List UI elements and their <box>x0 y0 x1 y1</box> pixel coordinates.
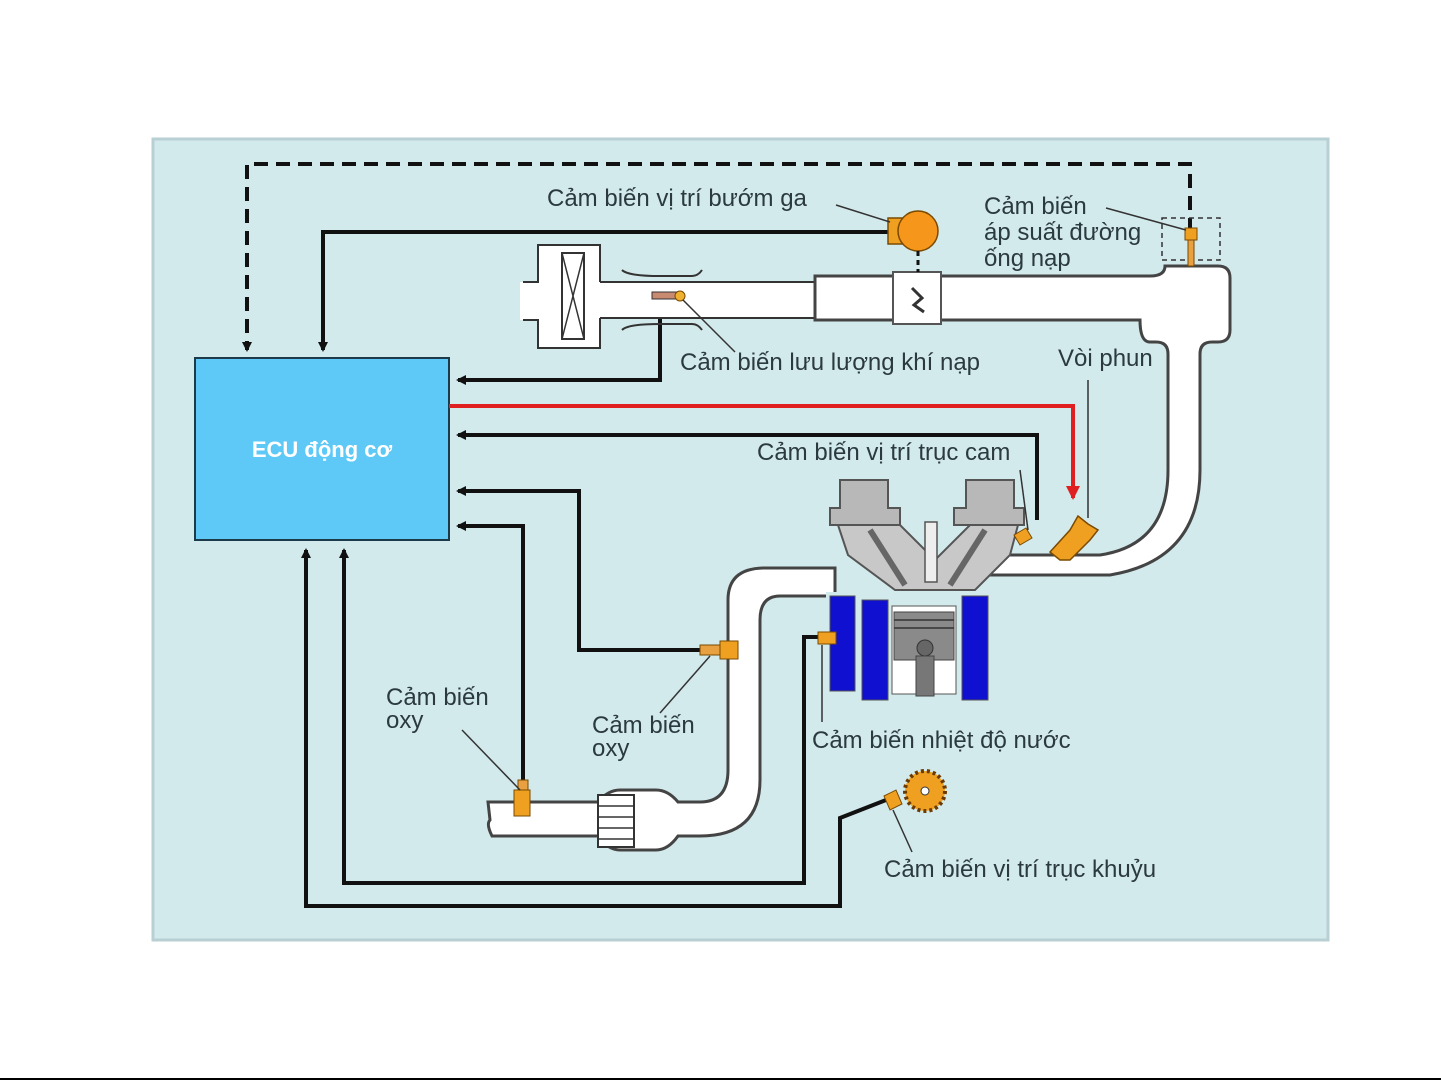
camshaft-signal-line <box>456 430 1039 520</box>
engine-cylinder <box>826 479 1025 704</box>
coolant-temperature-sensor <box>817 631 837 722</box>
manifold-pressure-sensor <box>1161 217 1221 267</box>
ecu-label: ECU động cơ <box>252 437 393 462</box>
label-oxygen-sensor-2-line2: oxy <box>592 735 629 762</box>
oxygen-sensor-1 <box>461 729 531 817</box>
air-flow-sensor <box>651 290 686 302</box>
manifold-pressure-signal-line <box>242 162 1192 352</box>
label-air-flow-sensor: Cảm biến lưu lượng khí nạp <box>680 349 980 376</box>
label-manifold-pressure-sensor-3: ống nạp <box>984 245 1071 272</box>
label-camshaft-position-sensor: Cảm biến vị trí trục cam <box>757 439 1010 466</box>
airflow-leader <box>682 299 736 353</box>
exhaust-pipe <box>486 566 837 852</box>
oxygen-sensor-1-signal-line <box>456 521 525 782</box>
manifold-pressure-leader <box>1105 207 1187 231</box>
air-cleaner <box>520 244 601 349</box>
throttle-valve-icon <box>910 286 925 314</box>
label-coolant-temperature-sensor: Cảm biến nhiệt độ nước <box>812 727 1071 754</box>
label-injector: Vòi phun <box>1058 345 1153 372</box>
throttle-signal-line <box>318 230 893 352</box>
throttle-leader <box>835 204 891 223</box>
label-manifold-pressure-sensor-1: Cảm biến <box>984 193 1087 220</box>
label-throttle-position-sensor: Cảm biến vị trí bướm ga <box>547 185 808 212</box>
catalytic-converter <box>597 794 635 848</box>
label-crankshaft-position-sensor: Cảm biến vị trí trục khuỷu <box>884 856 1156 883</box>
page-bottom-rule <box>0 1078 1441 1080</box>
label-manifold-pressure-sensor-2: áp suất đường <box>984 219 1141 246</box>
coolant-signal-line <box>339 548 822 885</box>
ecu-block: ECU động cơ <box>194 357 450 541</box>
injector-control-line <box>449 404 1080 500</box>
label-oxygen-sensor-1-line2: oxy <box>386 707 423 734</box>
crankshaft-signal-line <box>301 548 887 908</box>
fuel-injector <box>1048 380 1100 561</box>
oxygen-sensor-2 <box>659 640 739 714</box>
camshaft-position-sensor <box>1013 469 1033 546</box>
crankshaft-position-sensor <box>883 769 947 853</box>
throttle-position-sensor <box>887 210 939 272</box>
oxygen-sensor-2-signal-line <box>456 486 718 652</box>
label-oxygen-sensor-2-line1: Cảm biến <box>592 712 695 739</box>
label-oxygen-sensor-1-line1: Cảm biến <box>386 684 489 711</box>
intake-pipe <box>600 264 1232 577</box>
spark-plug-icon <box>924 521 938 583</box>
